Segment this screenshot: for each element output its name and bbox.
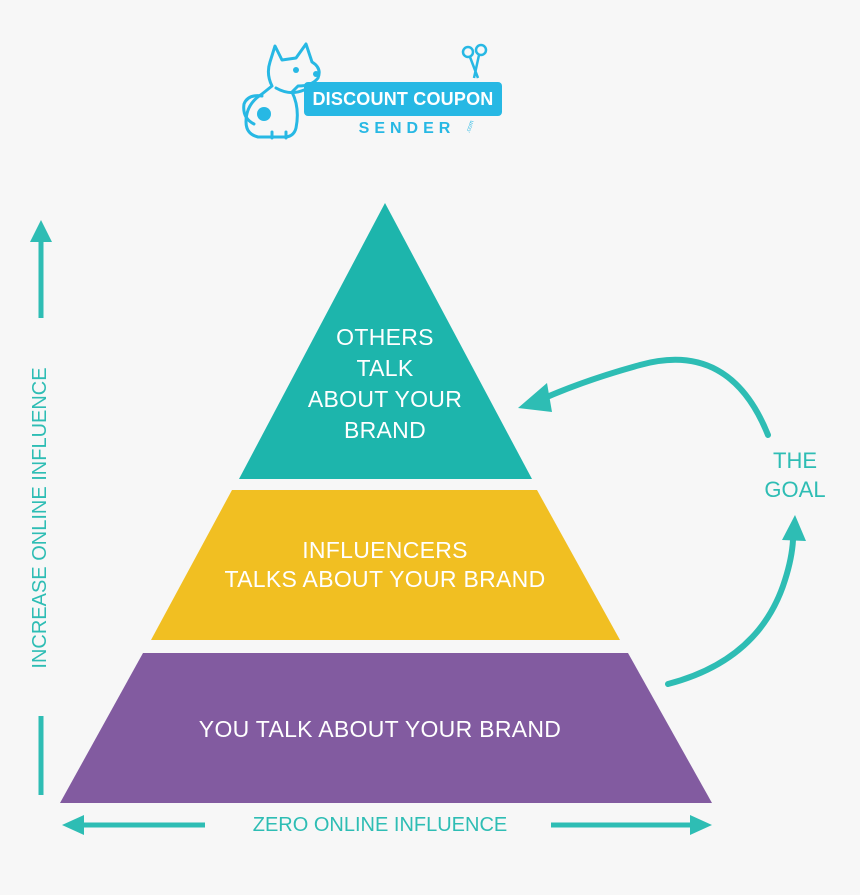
pyramid-middle-tier — [151, 490, 620, 640]
dog-mascot-icon — [242, 42, 321, 140]
pyramid-bottom-label: YOU TALK ABOUT YOUR BRAND — [198, 716, 562, 742]
goal-lower-curved-arrow — [665, 515, 806, 687]
goal-label: THE GOAL — [735, 446, 855, 504]
pyramid-middle-label: INFLUENCERS TALKS ABOUT YOUR BRAND — [180, 536, 590, 594]
pyramid-top-label: OTHERS TALK ABOUT YOUR BRAND — [270, 322, 500, 446]
pyramid-top-line: TALK — [356, 355, 414, 381]
goal-line: GOAL — [764, 477, 826, 502]
goal-line: THE — [773, 448, 817, 473]
pyramid-top-tier — [239, 203, 532, 479]
logo-subtitle: SENDER — [358, 120, 456, 137]
pyramid-middle-line: TALKS ABOUT YOUR BRAND — [224, 566, 546, 592]
pyramid-top-line: BRAND — [343, 417, 426, 443]
scissors-icon — [461, 43, 488, 79]
goal-upper-curved-arrow — [518, 356, 771, 438]
vertical-axis-label: INCREASE ONLINE INFLUENCE — [29, 367, 51, 669]
logo: DISCOUNT COUPON SENDER .com — [238, 40, 528, 150]
vertical-axis-arrow — [30, 220, 52, 795]
pyramid-top-line: OTHERS — [336, 324, 434, 350]
logo-badge: DISCOUNT COUPON — [304, 82, 502, 116]
horizontal-axis-left-arrow — [62, 815, 205, 835]
pyramid-middle-line: INFLUENCERS — [302, 537, 468, 563]
pyramid-top-line: ABOUT YOUR — [307, 386, 463, 412]
horizontal-axis-label: ZERO ONLINE INFLUENCE — [252, 814, 508, 836]
horizontal-axis-right-arrow — [551, 815, 712, 835]
pyramid-bottom-tier — [60, 653, 712, 803]
